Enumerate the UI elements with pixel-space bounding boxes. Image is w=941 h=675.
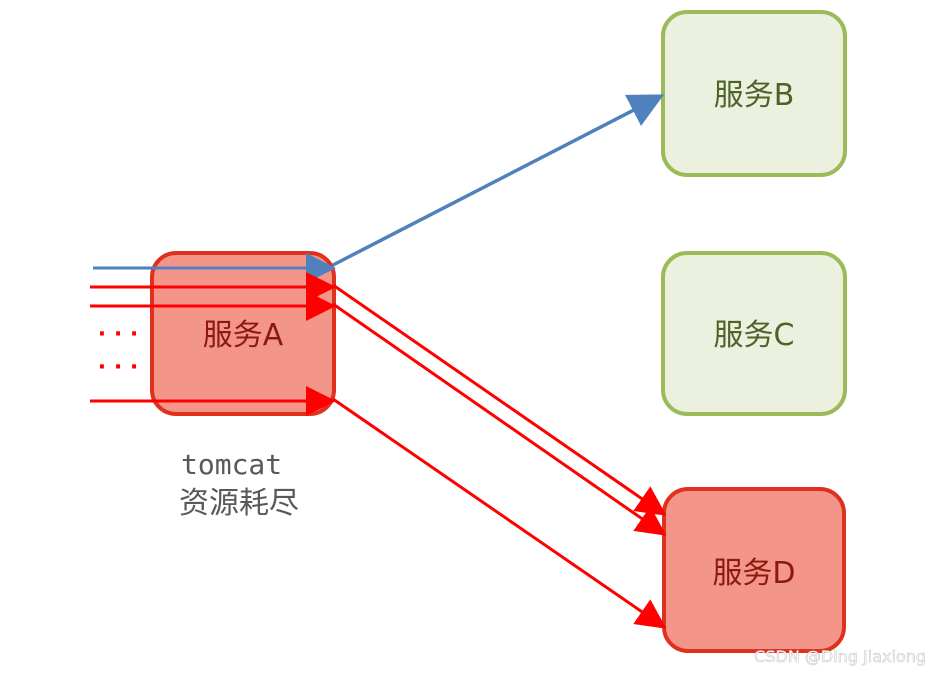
service-a-node: 服务A <box>150 251 336 416</box>
service-c-box <box>661 251 847 416</box>
service-c-node: 服务C <box>661 251 847 416</box>
service-b-node: 服务B <box>661 10 847 177</box>
ellipsis-dots-row-1: · · · <box>98 322 138 347</box>
call-arrow-a-to-b <box>332 94 665 267</box>
ellipsis-dots-row-2: · · · <box>98 355 138 380</box>
service-d-node: 服务D <box>662 487 846 653</box>
service-b-box <box>661 10 847 177</box>
call-arrow-a-to-d-2 <box>332 302 667 536</box>
caption-resource-exhausted: 资源耗尽 <box>179 486 299 521</box>
service-a-box <box>150 251 336 416</box>
service-c-label: 服务C <box>714 318 795 353</box>
service-a-label: 服务A <box>203 318 284 353</box>
call-arrow-a-to-d-3 <box>332 397 667 629</box>
call-arrow-a-to-d-1 <box>332 283 667 516</box>
service-b-label: 服务B <box>714 78 795 113</box>
service-d-box <box>662 487 846 653</box>
service-d-label: 服务D <box>712 556 795 591</box>
caption-tomcat: tomcat <box>181 448 282 481</box>
watermark: CSDN @Ding Jiaxiong <box>754 647 926 666</box>
